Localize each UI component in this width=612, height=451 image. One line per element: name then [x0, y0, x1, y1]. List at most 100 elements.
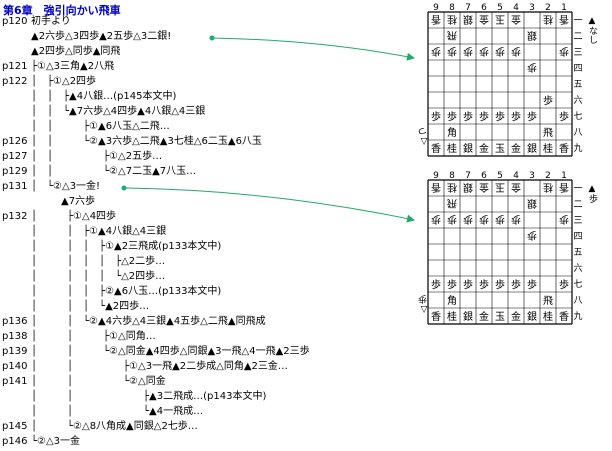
- shogi-piece: 銀: [463, 142, 473, 155]
- shogi-piece: 玉: [495, 312, 505, 323]
- move-line: │ │ ├▲3二飛成…(p143本文中): [31, 391, 267, 402]
- shogi-piece: 歩: [495, 213, 505, 226]
- move-line: │ │ │ ├①▲2三飛成(p133本文中): [31, 241, 222, 252]
- shogi-piece: 歩: [463, 278, 473, 291]
- shogi-piece: 歩: [527, 278, 537, 291]
- col-label: 9: [433, 171, 439, 181]
- shogi-piece: 桂: [447, 13, 457, 26]
- shogi-piece: 飛: [447, 197, 457, 209]
- shogi-piece: 銀: [527, 310, 537, 323]
- shogi-piece: 飛: [543, 295, 553, 307]
- shogi-piece: 歩: [495, 45, 505, 58]
- move-line: │ │ ├①△2五歩…: [31, 151, 163, 162]
- arrow-to-board-2: [123, 187, 415, 223]
- shogi-piece: 金: [511, 13, 521, 26]
- shogi-piece: 香: [431, 311, 441, 323]
- row-label: 一: [573, 184, 582, 194]
- move-line: │ │ ├①△3一飛▲2二歩成△同角▲2三金…: [31, 361, 288, 372]
- page-ref: p121: [2, 61, 28, 72]
- col-label: 9: [433, 3, 439, 13]
- shogi-piece: 歩: [559, 45, 569, 58]
- shogi-piece: 歩: [543, 94, 553, 107]
- move-line: │ ├①△4四歩: [31, 211, 117, 222]
- shogi-piece: 歩: [527, 110, 537, 123]
- col-label: 4: [513, 171, 519, 181]
- col-label: 1: [561, 171, 567, 181]
- row-label: 五: [573, 248, 582, 258]
- shogi-piece: 桂: [447, 142, 457, 155]
- row-label: 一: [573, 16, 582, 26]
- shogi-piece: 歩: [463, 110, 473, 123]
- page-ref: p132: [2, 211, 28, 222]
- row-label: 二: [573, 200, 582, 210]
- page-ref: p126: [2, 136, 28, 147]
- shogi-piece: 香: [431, 181, 441, 193]
- side-label: ▲なし: [587, 16, 598, 44]
- shogi-piece: 歩: [479, 213, 489, 226]
- shogi-piece: 歩: [511, 213, 521, 226]
- col-label: 8: [449, 171, 455, 181]
- shogi-piece: 歩: [447, 278, 457, 291]
- shogi-piece: 歩: [559, 213, 569, 226]
- col-label: 5: [497, 171, 503, 181]
- col-label: 7: [465, 171, 471, 181]
- shogi-piece: 歩: [559, 110, 569, 123]
- chapter-title: 第6章 強引向かい飛車: [3, 4, 121, 17]
- move-line: │ │ ├▲4八銀…(p145本文中): [31, 91, 177, 102]
- shogi-piece: 歩: [431, 110, 441, 123]
- shogi-piece: 金: [479, 142, 489, 155]
- shogi-piece: 金: [511, 310, 521, 323]
- col-label: 3: [529, 171, 535, 181]
- shogi-piece: 歩: [527, 61, 537, 74]
- shogi-piece: 香: [431, 143, 441, 155]
- shogi-piece: 歩: [431, 45, 441, 58]
- col-label: 2: [545, 3, 551, 13]
- shogi-piece: 銀: [527, 142, 537, 155]
- hand-label: △つ: [419, 127, 430, 146]
- row-label: 六: [573, 262, 582, 274]
- row-label: 七: [573, 111, 582, 122]
- shogi-piece: 歩: [479, 278, 489, 291]
- shogi-piece: 歩: [511, 45, 521, 58]
- shogi-piece: 金: [479, 181, 489, 194]
- shogi-piece: 金: [511, 181, 521, 194]
- shogi-piece: 歩: [511, 110, 521, 123]
- row-label: 二: [573, 32, 582, 42]
- shogi-piece: 歩: [511, 278, 521, 291]
- move-line: ▲2六歩△3四歩▲2五歩△3二銀!: [31, 31, 172, 42]
- row-label: 五: [573, 80, 582, 90]
- move-line: ▲7六歩: [31, 196, 96, 207]
- side-label: ▲歩: [587, 184, 598, 204]
- page-ref: p122: [2, 76, 28, 87]
- shogi-piece: 玉: [495, 144, 505, 155]
- shogi-piece: 桂: [543, 142, 553, 155]
- shogi-piece: 歩: [495, 110, 505, 123]
- shogi-piece: 歩: [463, 213, 473, 226]
- col-label: 5: [497, 3, 503, 13]
- shogi-piece: 銀: [527, 197, 537, 210]
- col-label: 8: [449, 3, 455, 13]
- shogi-piece: 歩: [431, 213, 441, 226]
- page-ref: p139: [2, 346, 28, 357]
- shogi-piece: 桂: [447, 181, 457, 194]
- page-ref: p127: [2, 151, 28, 162]
- shogi-piece: 歩: [495, 278, 505, 291]
- page-ref: p145: [2, 421, 28, 432]
- shogi-piece: 銀: [463, 13, 473, 26]
- shogi-piece: 玉: [495, 13, 505, 24]
- shogi-piece: 飛: [447, 29, 457, 41]
- col-label: 1: [561, 3, 567, 13]
- move-line: │ │ ├①▲4八銀△4三銀: [31, 226, 167, 237]
- row-label: 九: [573, 143, 582, 154]
- page-ref: p140: [2, 361, 28, 372]
- move-line: │ │ ├①▲6八玉△二飛…: [31, 121, 170, 132]
- page-ref: p141: [2, 376, 28, 387]
- shogi-piece: 桂: [447, 310, 457, 323]
- col-label: 6: [481, 3, 487, 13]
- row-label: 三: [573, 48, 582, 58]
- col-label: 6: [481, 171, 487, 181]
- shogi-piece: 銀: [463, 310, 473, 323]
- shogi-piece: 金: [479, 13, 489, 26]
